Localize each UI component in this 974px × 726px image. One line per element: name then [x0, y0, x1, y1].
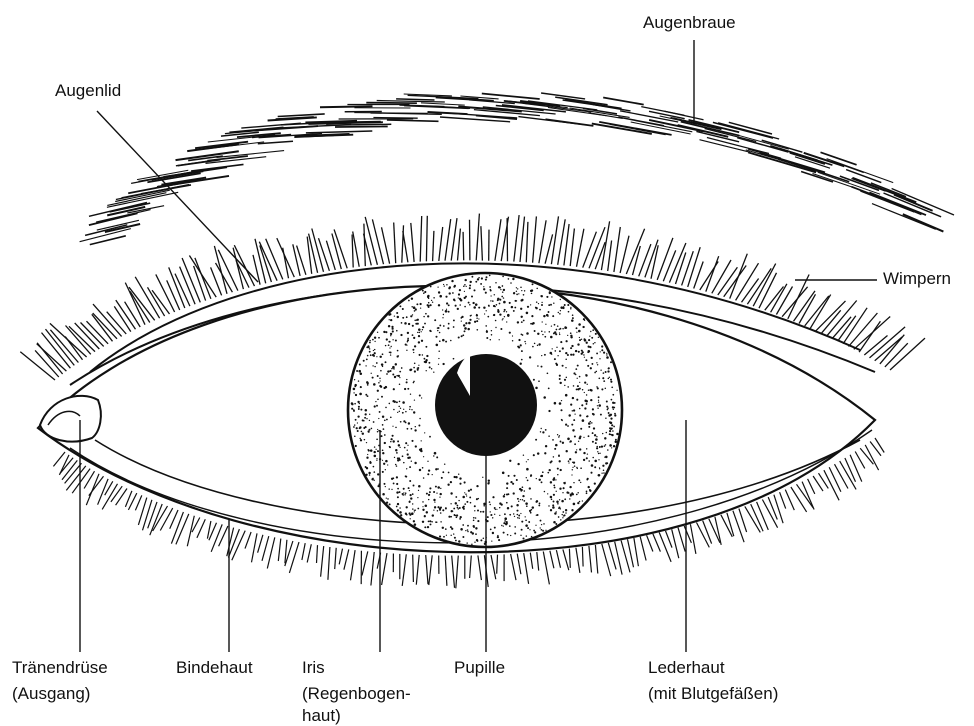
pupil: [435, 354, 537, 456]
label-lederhaut-sub: (mit Blutgefäßen): [648, 683, 778, 704]
label-iris-sub2: haut): [302, 705, 341, 726]
label-pupille: Pupille: [454, 657, 505, 678]
label-augenlid: Augenlid: [55, 80, 121, 101]
label-lederhaut: Lederhaut: [648, 657, 725, 678]
label-iris: Iris: [302, 657, 325, 678]
label-iris-sub1: (Regenbogen-: [302, 683, 411, 704]
label-traenenduese-sub: (Ausgang): [12, 683, 90, 704]
label-bindehaut: Bindehaut: [176, 657, 253, 678]
eyebrow: [80, 93, 954, 245]
label-augenbraue: Augenbraue: [643, 12, 736, 33]
tear-duct: [40, 396, 101, 442]
label-wimpern: Wimpern: [883, 268, 951, 289]
label-traenenduese: Tränendrüse: [12, 657, 108, 678]
